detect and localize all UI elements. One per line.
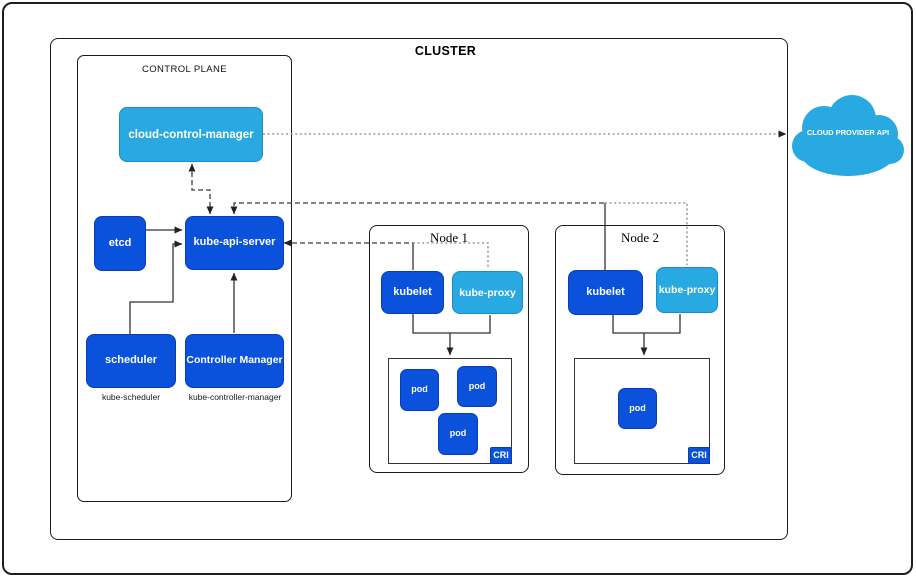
node-1-cri-badge: CRI [490,447,512,464]
node-1-kubelet-box: kubelet [381,271,444,314]
node-2-kubelet-box: kubelet [568,270,643,315]
kube-controller-manager-label: kube-controller-manager [188,392,282,402]
control-plane-title: CONTROL PLANE [141,64,228,75]
node-1-kube-proxy-box: kube-proxy [452,271,523,314]
cloud-control-manager-box: cloud-control-manager [119,107,263,162]
etcd-box: etcd [94,216,146,271]
controller-manager-box: Controller Manager [185,334,284,388]
kube-scheduler-label: kube-scheduler [101,392,161,402]
kube-api-server-box: kube-api-server [185,216,284,270]
node-2-pod: pod [618,388,657,429]
node-1-cri-box [388,358,512,464]
node-1-pod: pod [457,366,497,407]
node-1-title: Node 1 [430,230,468,245]
node-2-cri-box [574,358,710,464]
node-2-kube-proxy-box: kube-proxy [656,267,718,313]
scheduler-box: scheduler [86,334,176,388]
node-2-cri-badge: CRI [688,447,710,464]
control-plane-box [77,55,292,502]
cluster-box [50,38,788,540]
cloud-provider-api-label: CLOUD PROVIDER API [806,128,890,137]
node-2-title: Node 2 [621,230,659,245]
node-1-pod: pod [400,369,439,411]
cloud-icon [792,95,904,176]
node-1-pod: pod [438,413,478,455]
cluster-title: CLUSTER [414,44,477,58]
node-1-box [369,225,529,473]
